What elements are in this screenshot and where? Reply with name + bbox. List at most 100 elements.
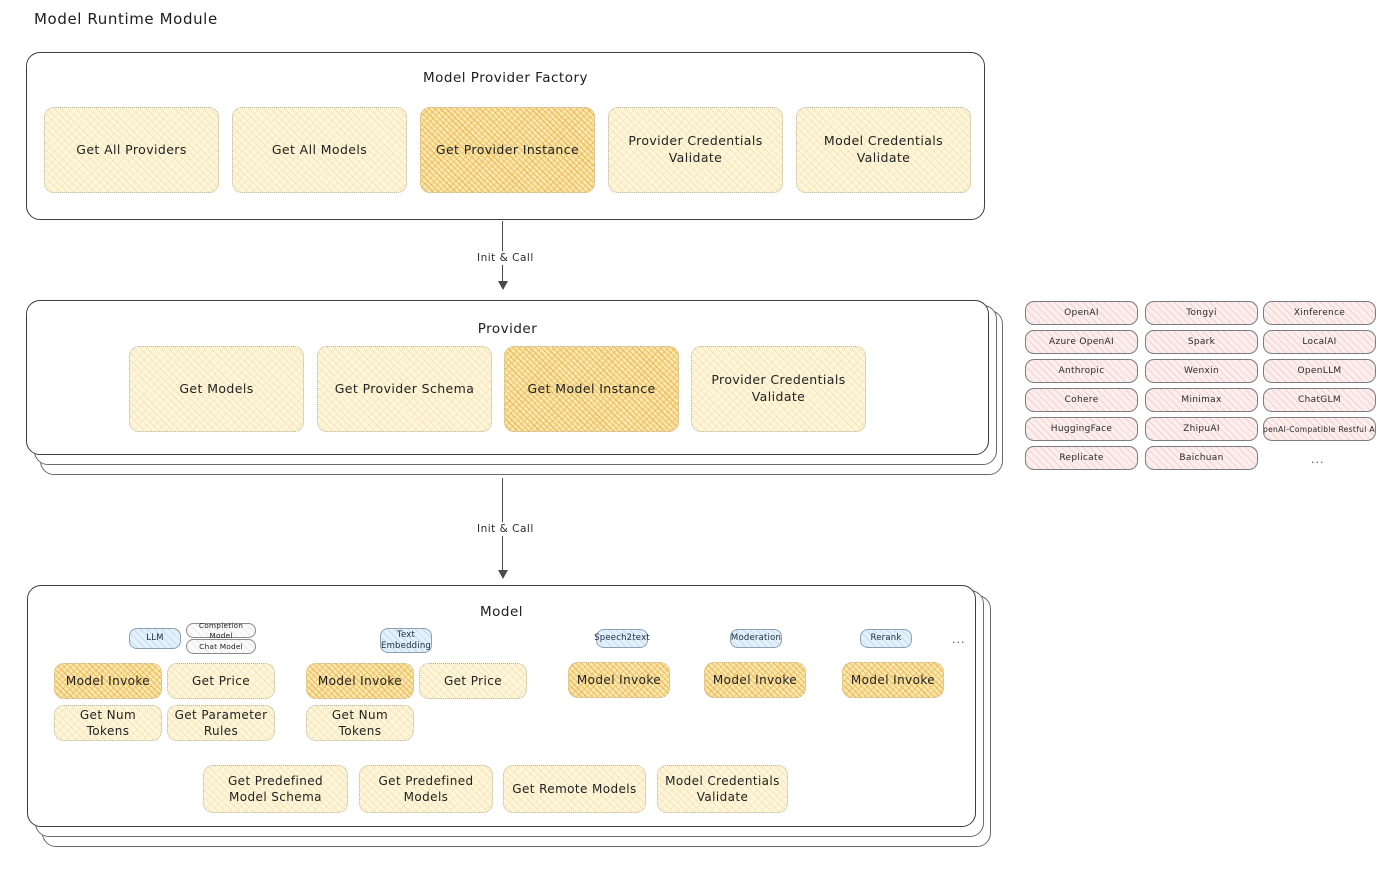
- card-model-credentials-validate[interactable]: Model Credentials Validate: [796, 107, 971, 193]
- card-get-model-instance[interactable]: Get Model Instance: [504, 346, 679, 432]
- chip-label: Wenxin: [1184, 366, 1219, 376]
- card-text-embedding-get-price[interactable]: Get Price: [419, 663, 527, 699]
- card-label: Get Models: [179, 380, 254, 396]
- chip-label: ZhipuAI: [1183, 424, 1220, 434]
- card-speech2text-model-invoke[interactable]: Model Invoke: [568, 662, 670, 698]
- card-provider-credentials-validate-2[interactable]: Provider Credentials Validate: [691, 346, 866, 432]
- card-label: Get Num Tokens: [331, 707, 389, 738]
- chip-label: Cohere: [1064, 395, 1099, 405]
- provider-chip-huggingface[interactable]: HuggingFace: [1025, 417, 1138, 441]
- chip-label: Baichuan: [1179, 453, 1224, 463]
- card-get-predefined-models[interactable]: Get Predefined Models: [359, 765, 493, 813]
- provider-chip-chatglm[interactable]: ChatGLM: [1263, 388, 1376, 412]
- arrow-2-head: [498, 570, 508, 579]
- badge-label: Completion Model: [198, 621, 244, 640]
- provider-list-ellipsis: ...: [1311, 453, 1325, 466]
- card-llm-get-num-tokens[interactable]: Get Num Tokens: [54, 705, 162, 741]
- chip-label: OpenLLM: [1297, 366, 1342, 376]
- provider-chip-tongyi[interactable]: Tongyi: [1145, 301, 1258, 325]
- badge-moderation[interactable]: Moderation: [730, 629, 782, 648]
- card-label: Get Parameter Rules: [174, 707, 268, 738]
- badge-chat-model[interactable]: Chat Model: [186, 639, 256, 654]
- card-label: Model Invoke: [712, 672, 798, 687]
- provider-chip-azure-openai[interactable]: Azure OpenAI: [1025, 330, 1138, 354]
- card-label: Get Predefined Model Schema: [227, 773, 324, 804]
- badge-label: Moderation: [730, 633, 782, 644]
- badge-speech2text[interactable]: Speech2text: [594, 629, 650, 648]
- card-get-all-models[interactable]: Get All Models: [232, 107, 407, 193]
- chip-label: Spark: [1187, 337, 1216, 347]
- card-get-remote-models[interactable]: Get Remote Models: [503, 765, 646, 813]
- card-label: Get Model Instance: [527, 380, 656, 396]
- card-provider-credentials-validate[interactable]: Provider Credentials Validate: [608, 107, 783, 193]
- chip-label: LocalAI: [1302, 337, 1337, 347]
- card-label: Model Credentials Validate: [665, 773, 780, 804]
- card-model-credentials-validate-2[interactable]: Model Credentials Validate: [657, 765, 788, 813]
- panel-title-model-provider-factory: Model Provider Factory: [422, 70, 588, 86]
- panel-title-model: Model: [479, 604, 524, 620]
- model-columns-ellipsis: ...: [952, 633, 966, 646]
- provider-chip-baichuan[interactable]: Baichuan: [1145, 446, 1258, 470]
- provider-chip-wenxin[interactable]: Wenxin: [1145, 359, 1258, 383]
- card-llm-get-parameter-rules[interactable]: Get Parameter Rules: [167, 705, 275, 741]
- card-moderation-model-invoke[interactable]: Model Invoke: [704, 662, 806, 698]
- provider-chip-xinference[interactable]: Xinference: [1263, 301, 1376, 325]
- card-text-embedding-model-invoke[interactable]: Model Invoke: [306, 663, 414, 699]
- card-text-embedding-get-num-tokens[interactable]: Get Num Tokens: [306, 705, 414, 741]
- panel-model: [27, 585, 976, 827]
- provider-chip-openllm[interactable]: OpenLLM: [1263, 359, 1376, 383]
- card-label: Get All Providers: [76, 141, 187, 157]
- chip-label: Azure OpenAI: [1049, 337, 1114, 347]
- card-rerank-model-invoke[interactable]: Model Invoke: [842, 662, 944, 698]
- chip-label: Replicate: [1059, 453, 1104, 463]
- badge-rerank[interactable]: Rerank: [860, 629, 912, 648]
- card-get-predefined-model-schema[interactable]: Get Predefined Model Schema: [203, 765, 348, 813]
- card-label: Model Invoke: [65, 673, 151, 688]
- chip-label: ChatGLM: [1298, 395, 1341, 405]
- card-label: Get Provider Instance: [435, 141, 580, 157]
- card-label: Model Invoke: [317, 673, 403, 688]
- badge-label: Rerank: [870, 633, 902, 644]
- badge-llm[interactable]: LLM: [129, 628, 181, 649]
- badge-label: Speech2text: [594, 633, 650, 644]
- chip-label: OpenAI: [1064, 308, 1099, 318]
- chip-label: Tongyi: [1186, 308, 1217, 318]
- chip-label: HuggingFace: [1050, 424, 1113, 434]
- arrow-2-label: Init & Call: [473, 522, 538, 536]
- card-llm-get-price[interactable]: Get Price: [167, 663, 275, 699]
- badge-text-embedding[interactable]: Text Embedding: [380, 628, 432, 653]
- card-llm-model-invoke[interactable]: Model Invoke: [54, 663, 162, 699]
- card-get-provider-schema[interactable]: Get Provider Schema: [317, 346, 492, 432]
- provider-chip-openai-compatible-restful-api[interactable]: OpenAI-Compatible Restful API: [1263, 417, 1376, 441]
- card-label: Get Remote Models: [512, 781, 637, 796]
- chip-label: Anthropic: [1058, 366, 1105, 376]
- panel-title-provider: Provider: [477, 321, 538, 337]
- provider-chip-openai[interactable]: OpenAI: [1025, 301, 1138, 325]
- badge-label: LLM: [146, 633, 164, 644]
- card-label: Provider Credentials Validate: [628, 133, 763, 165]
- arrow-1-label: Init & Call: [473, 251, 538, 265]
- provider-chip-zhipuai[interactable]: ZhipuAI: [1145, 417, 1258, 441]
- provider-chip-localai[interactable]: LocalAI: [1263, 330, 1376, 354]
- card-label: Get Num Tokens: [79, 707, 137, 738]
- badge-completion-model[interactable]: Completion Model: [186, 621, 256, 640]
- card-get-all-providers[interactable]: Get All Providers: [44, 107, 219, 193]
- arrow-1-head: [498, 281, 508, 290]
- card-label: Get Predefined Models: [378, 773, 474, 804]
- card-label: Model Credentials Validate: [823, 133, 944, 165]
- provider-chip-anthropic[interactable]: Anthropic: [1025, 359, 1138, 383]
- card-label: Provider Credentials Validate: [711, 372, 846, 404]
- page-title: Model Runtime Module: [34, 10, 218, 28]
- card-get-provider-instance[interactable]: Get Provider Instance: [420, 107, 595, 193]
- provider-chip-minimax[interactable]: Minimax: [1145, 388, 1258, 412]
- card-label: Model Invoke: [576, 672, 662, 687]
- chip-label: Xinference: [1293, 308, 1346, 318]
- badge-label: Text Embedding: [381, 629, 432, 651]
- card-get-models[interactable]: Get Models: [129, 346, 304, 432]
- card-label: Get Price: [191, 673, 251, 688]
- provider-chip-cohere[interactable]: Cohere: [1025, 388, 1138, 412]
- provider-chip-replicate[interactable]: Replicate: [1025, 446, 1138, 470]
- provider-chip-spark[interactable]: Spark: [1145, 330, 1258, 354]
- chip-label: Minimax: [1181, 395, 1222, 405]
- card-label: Get All Models: [271, 141, 368, 157]
